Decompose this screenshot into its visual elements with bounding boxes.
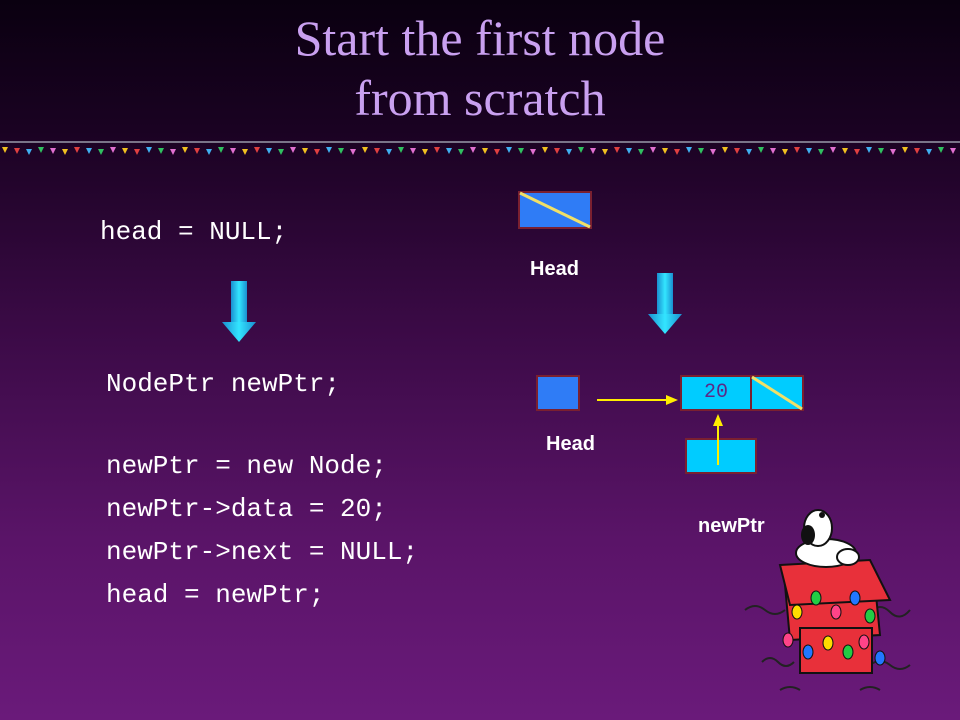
code-assign: head = newPtr; bbox=[106, 580, 325, 610]
code-next: newPtr->next = NULL; bbox=[106, 537, 419, 567]
newptr-label: newPtr bbox=[698, 515, 765, 537]
head-label-bottom: Head bbox=[546, 433, 595, 455]
head-pointer-box-bottom bbox=[536, 375, 580, 411]
newptr-pointer-box bbox=[685, 438, 757, 474]
head-label-top: Head bbox=[530, 258, 579, 280]
title-line-1: Start the first node bbox=[294, 10, 666, 66]
down-arrow-code-icon bbox=[222, 281, 256, 342]
code-decl: NodePtr newPtr; bbox=[106, 369, 341, 399]
title-line-2: from scratch bbox=[354, 70, 606, 126]
snoopy-doghouse-illustration bbox=[744, 509, 911, 691]
node-data-field bbox=[680, 375, 752, 411]
null-slash-head-top bbox=[519, 191, 591, 229]
code-new: newPtr = new Node; bbox=[106, 451, 387, 481]
node-value: 20 bbox=[703, 381, 728, 404]
code-head-null: head = NULL; bbox=[100, 217, 288, 247]
slide-title: Start the first node from scratch bbox=[0, 8, 960, 128]
head-to-node-arrow-icon bbox=[597, 395, 678, 405]
down-arrow-diagram-icon bbox=[648, 273, 682, 334]
newptr-to-node-arrow-icon bbox=[713, 414, 723, 465]
code-data: newPtr->data = 20; bbox=[106, 494, 387, 524]
decorative-divider bbox=[0, 141, 960, 155]
null-slash-node-next bbox=[751, 375, 803, 411]
